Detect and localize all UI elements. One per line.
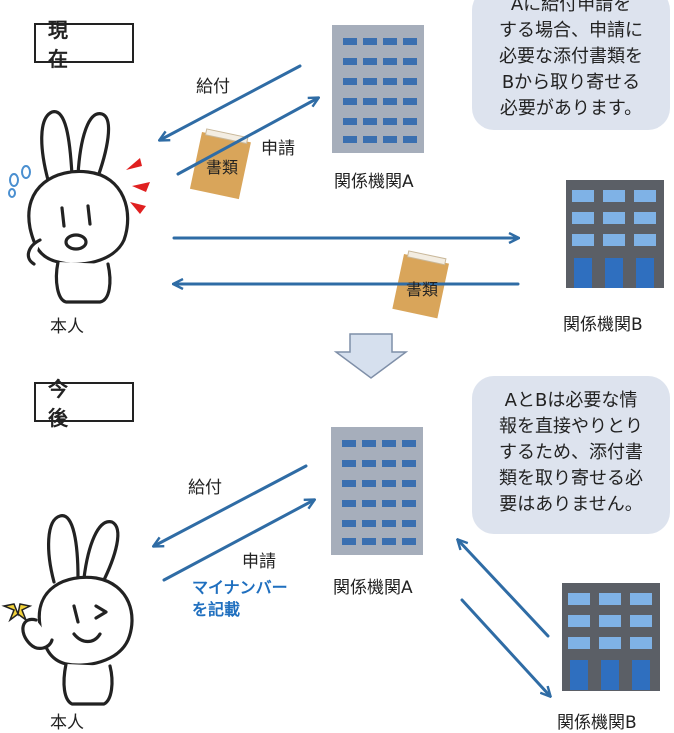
bubble-current-line-4: Bから取り寄せる [501,72,641,93]
building-b-current-icon [566,180,664,288]
alert-marks-icon [126,158,150,214]
section-current-label: 現 在 [34,18,134,71]
bubble-future-line-5: 要はありません。 [499,494,643,515]
arrow-a-to-b [460,598,550,696]
arrow-application-current [176,98,318,176]
document-envelope-current-a-icon [189,128,251,200]
building-a-current-icon [332,25,424,153]
explanation-bubble-current: Aに給付申請を する場合、申請に 必要な添付書類を Bから取り寄せる 必要があり… [472,0,670,130]
rabbit-current-icon [26,110,130,304]
arrow-benefit-future [154,464,308,546]
benefit-label-current: 給付 [196,77,230,97]
mynumber-note-line-2: を記載 [192,600,241,619]
bubble-future-line-3: するため、添付書 [499,442,643,463]
agency-a-label-current: 関係機関A [334,172,414,192]
arrow-application-future [162,500,314,582]
mynumber-note: マイナンバー を記載 [192,577,288,621]
rabbit-future-icon [21,514,134,706]
building-a-future-icon [331,427,423,555]
application-label-current: 申請 [261,139,295,159]
bubble-current-line-2: する場合、申請に [499,20,643,41]
application-label-future: 申請 [242,552,276,572]
building-b-future-icon [562,583,660,691]
document-label-current-a: 書類 [206,158,239,177]
benefit-label-future: 給付 [188,478,222,498]
document-label-current-b: 書類 [406,280,439,299]
bubble-future-line-2: 報を直接やりとり [499,416,643,437]
agency-b-label-current: 関係機関B [563,315,643,335]
explanation-bubble-future: AとBは必要な情 報を直接やりとり するため、添付書 類を取り寄せる必 要はあり… [472,376,670,534]
bubble-current-line-3: 必要な添付書類を [499,46,643,67]
agency-b-label-future: 関係機関B [557,713,637,733]
person-label-future: 本人 [50,713,84,733]
bubble-current-line-1: Aに給付申請を [510,0,632,15]
bubble-future-line-1: AとBは必要な情 [504,390,638,411]
bubble-future-line-4: 類を取り寄せる必 [499,468,643,489]
bubble-current-line-5: 必要があります。 [499,98,643,119]
agency-a-label-future: 関係機関A [333,578,413,598]
person-label-current: 本人 [50,317,84,337]
sparkle-icon [1,603,33,623]
document-envelope-current-b-icon [392,250,449,319]
arrow-benefit-current [160,64,302,140]
mynumber-note-line-1: マイナンバー [192,578,288,597]
section-future-label: 今 後 [34,377,134,430]
transition-down-arrow-icon [333,333,409,379]
arrow-b-to-a [458,540,550,638]
sweat-drops-icon [8,165,31,198]
